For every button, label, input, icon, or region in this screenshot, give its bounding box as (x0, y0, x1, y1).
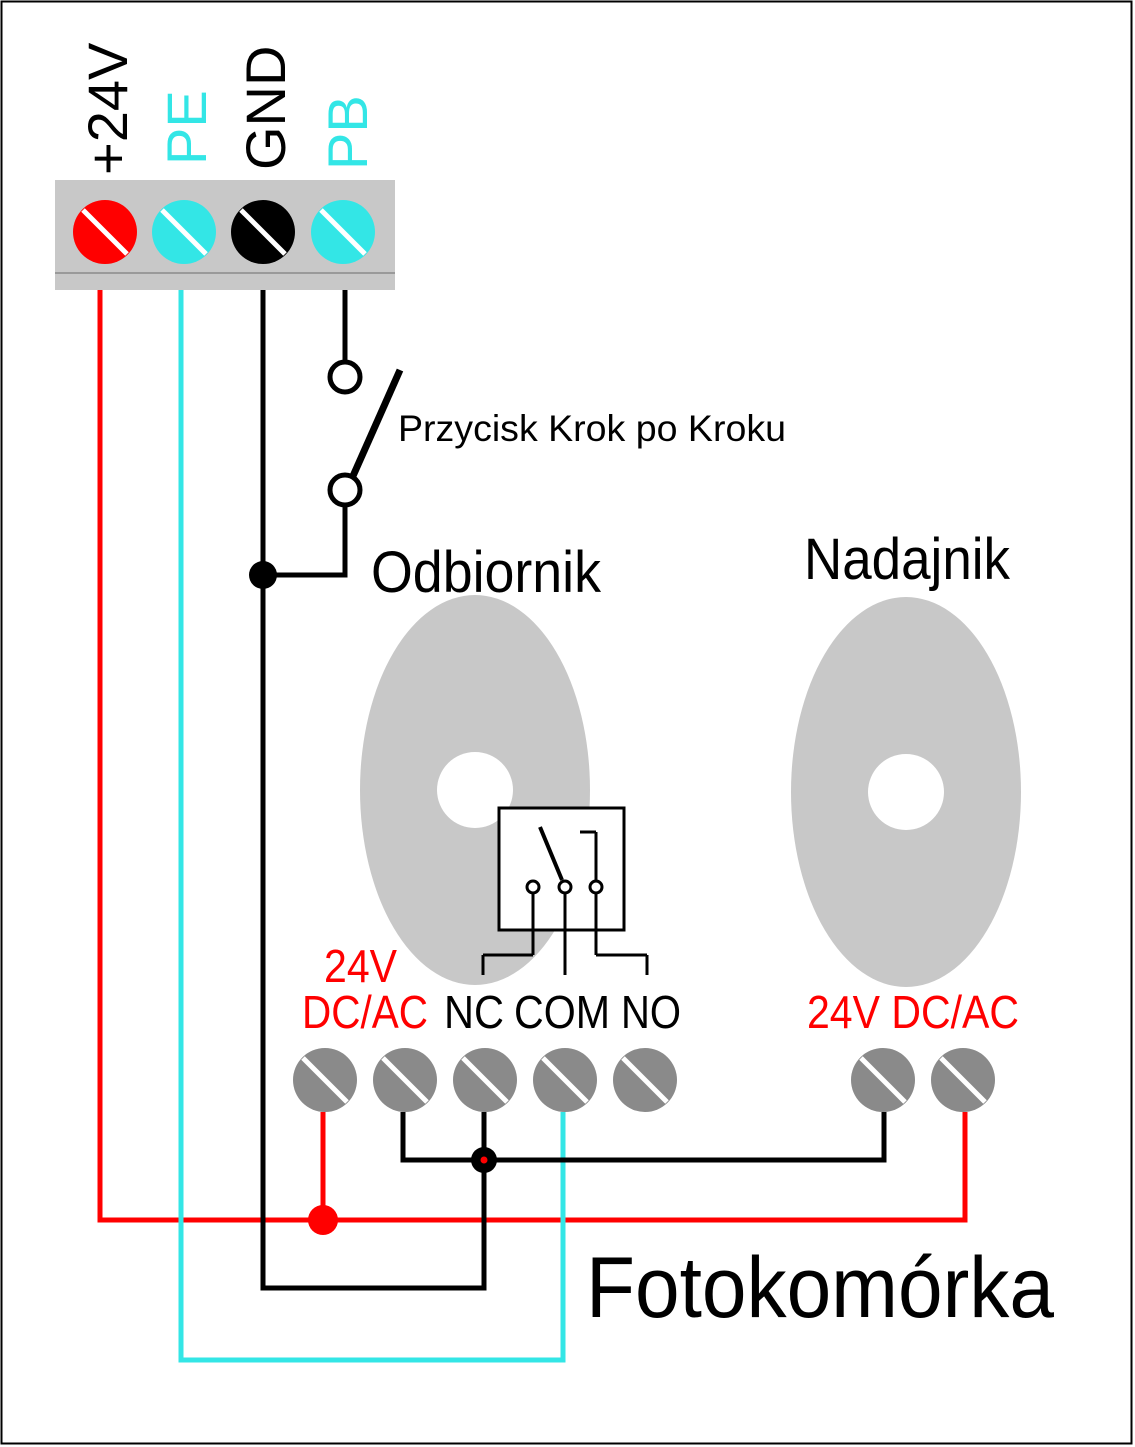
push-button-switch (263, 290, 404, 578)
terminal-label-24v: +24V (76, 42, 139, 175)
footer-title: Fotokomórka (586, 1240, 1054, 1336)
receiver-nc-screw-icon (453, 1048, 517, 1112)
receiver-title: Odbiornik (371, 540, 602, 605)
wire-24v (97, 290, 968, 1223)
junction-24v (308, 1205, 338, 1235)
wire-gnd (260, 290, 487, 1291)
black-screw-icon (231, 200, 295, 264)
transmitter-power-label: 24V DC/AC (807, 986, 1019, 1038)
transmitter-title: Nadajnik (804, 527, 1011, 592)
terminal-label-pb: PB (316, 95, 379, 170)
terminal-label-gnd: GND (234, 46, 297, 170)
button-label: Przycisk Krok po Kroku (398, 408, 786, 449)
receiver-power-line2: DC/AC (302, 986, 428, 1038)
transmitter-body (791, 597, 1021, 987)
label-no: NO (621, 986, 681, 1038)
wire-pe (178, 290, 566, 1363)
junction-com-center (480, 1156, 488, 1164)
relay-symbol (481, 806, 649, 975)
top-terminal-block: +24V PE GND PB (55, 42, 395, 290)
receiver-power-line1: 24V (324, 940, 397, 992)
receiver-lens-hole (437, 752, 513, 828)
receiver-power-screw-icon (373, 1048, 437, 1112)
wire-nc-transmitter (400, 1112, 887, 1163)
receiver-power-screw-icon (293, 1048, 357, 1112)
transmitter-lens-hole (868, 754, 944, 830)
receiver-com-screw-icon (533, 1048, 597, 1112)
label-nc: NC (444, 986, 504, 1038)
cyan-screw-icon (311, 200, 375, 264)
transmitter-screw-icon (931, 1048, 995, 1112)
label-com: COM (514, 986, 610, 1038)
transmitter-screw-icon (851, 1048, 915, 1112)
cyan-screw-icon (152, 200, 216, 264)
red-screw-icon (73, 200, 137, 264)
receiver-no-screw-icon (613, 1048, 677, 1112)
terminal-label-pe: PE (155, 90, 218, 165)
